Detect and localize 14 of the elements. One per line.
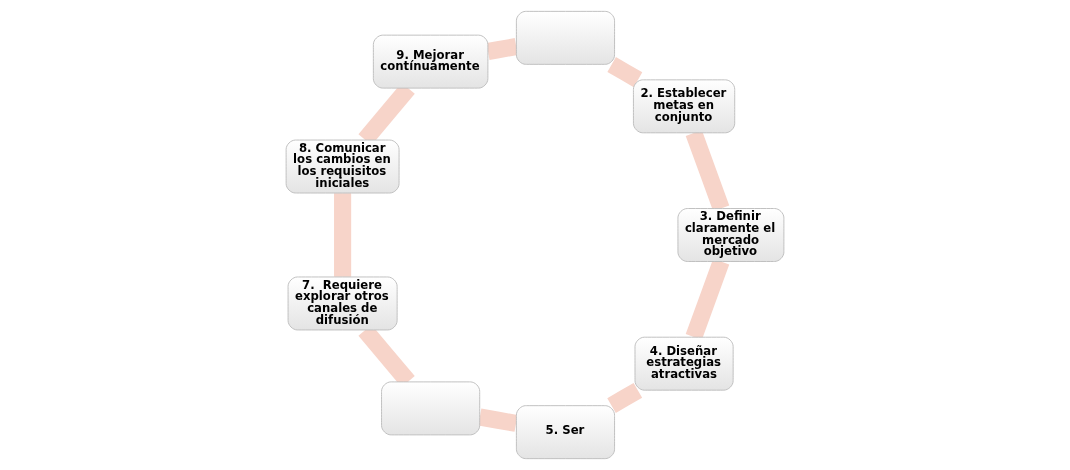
node-box: 2. Establecer metas en conjunto	[632, 79, 736, 134]
node-box	[381, 381, 481, 436]
connector	[478, 408, 518, 432]
node-box: 9. Mejorar contínuamente	[372, 34, 489, 89]
connector	[607, 382, 643, 413]
node-box: 3. Definir claramente el mercado objetivo	[677, 208, 785, 262]
node-box	[515, 10, 616, 65]
node-box: 7. Requiere explorar otros canales de difusión	[287, 276, 398, 331]
connector	[334, 193, 352, 277]
node-box: 8. Comunicar los cambios en los requisitos iniciales	[285, 139, 400, 194]
connector	[486, 38, 518, 60]
node-box: 5. Ser	[515, 405, 616, 460]
node-box: 4. Diseñar estrategias atractivas	[634, 336, 734, 391]
connector	[607, 57, 643, 88]
